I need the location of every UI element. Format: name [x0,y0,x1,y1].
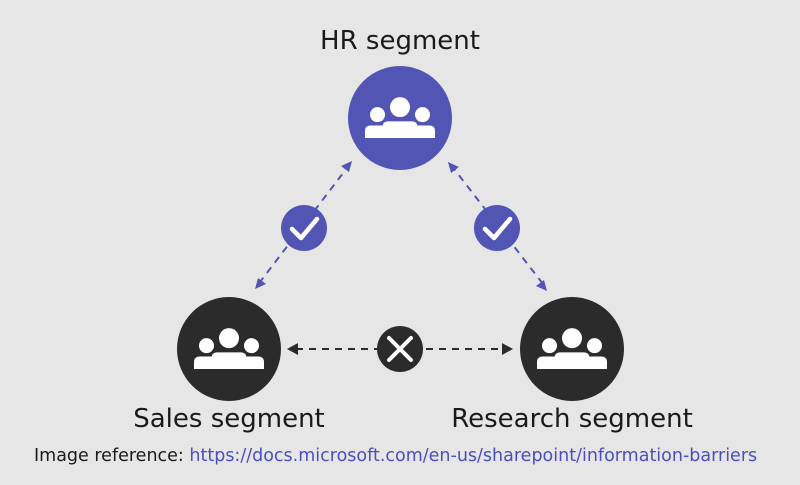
image-reference-link[interactable]: https://docs.microsoft.com/en-us/sharepo… [189,446,758,466]
research-segment-node [520,297,624,401]
image-reference: Image reference: https://docs.microsoft.… [34,446,757,466]
connector-hr-research [448,162,547,291]
hr-segment-node [348,66,452,170]
hr-segment-label: HR segment [320,26,480,56]
x-icon [387,336,413,362]
sales-segment-node [177,297,281,401]
sales-segment-label: Sales segment [133,404,325,434]
image-reference-prefix: Image reference: [34,446,190,466]
checkmark-icon [482,216,513,241]
connector-hr-sales [255,161,352,289]
research-segment-label: Research segment [451,404,693,434]
allowed-check-badge-right [474,205,520,251]
blocked-x-badge [377,326,423,372]
allowed-check-badge-left [281,205,327,251]
checkmark-icon [289,216,320,241]
